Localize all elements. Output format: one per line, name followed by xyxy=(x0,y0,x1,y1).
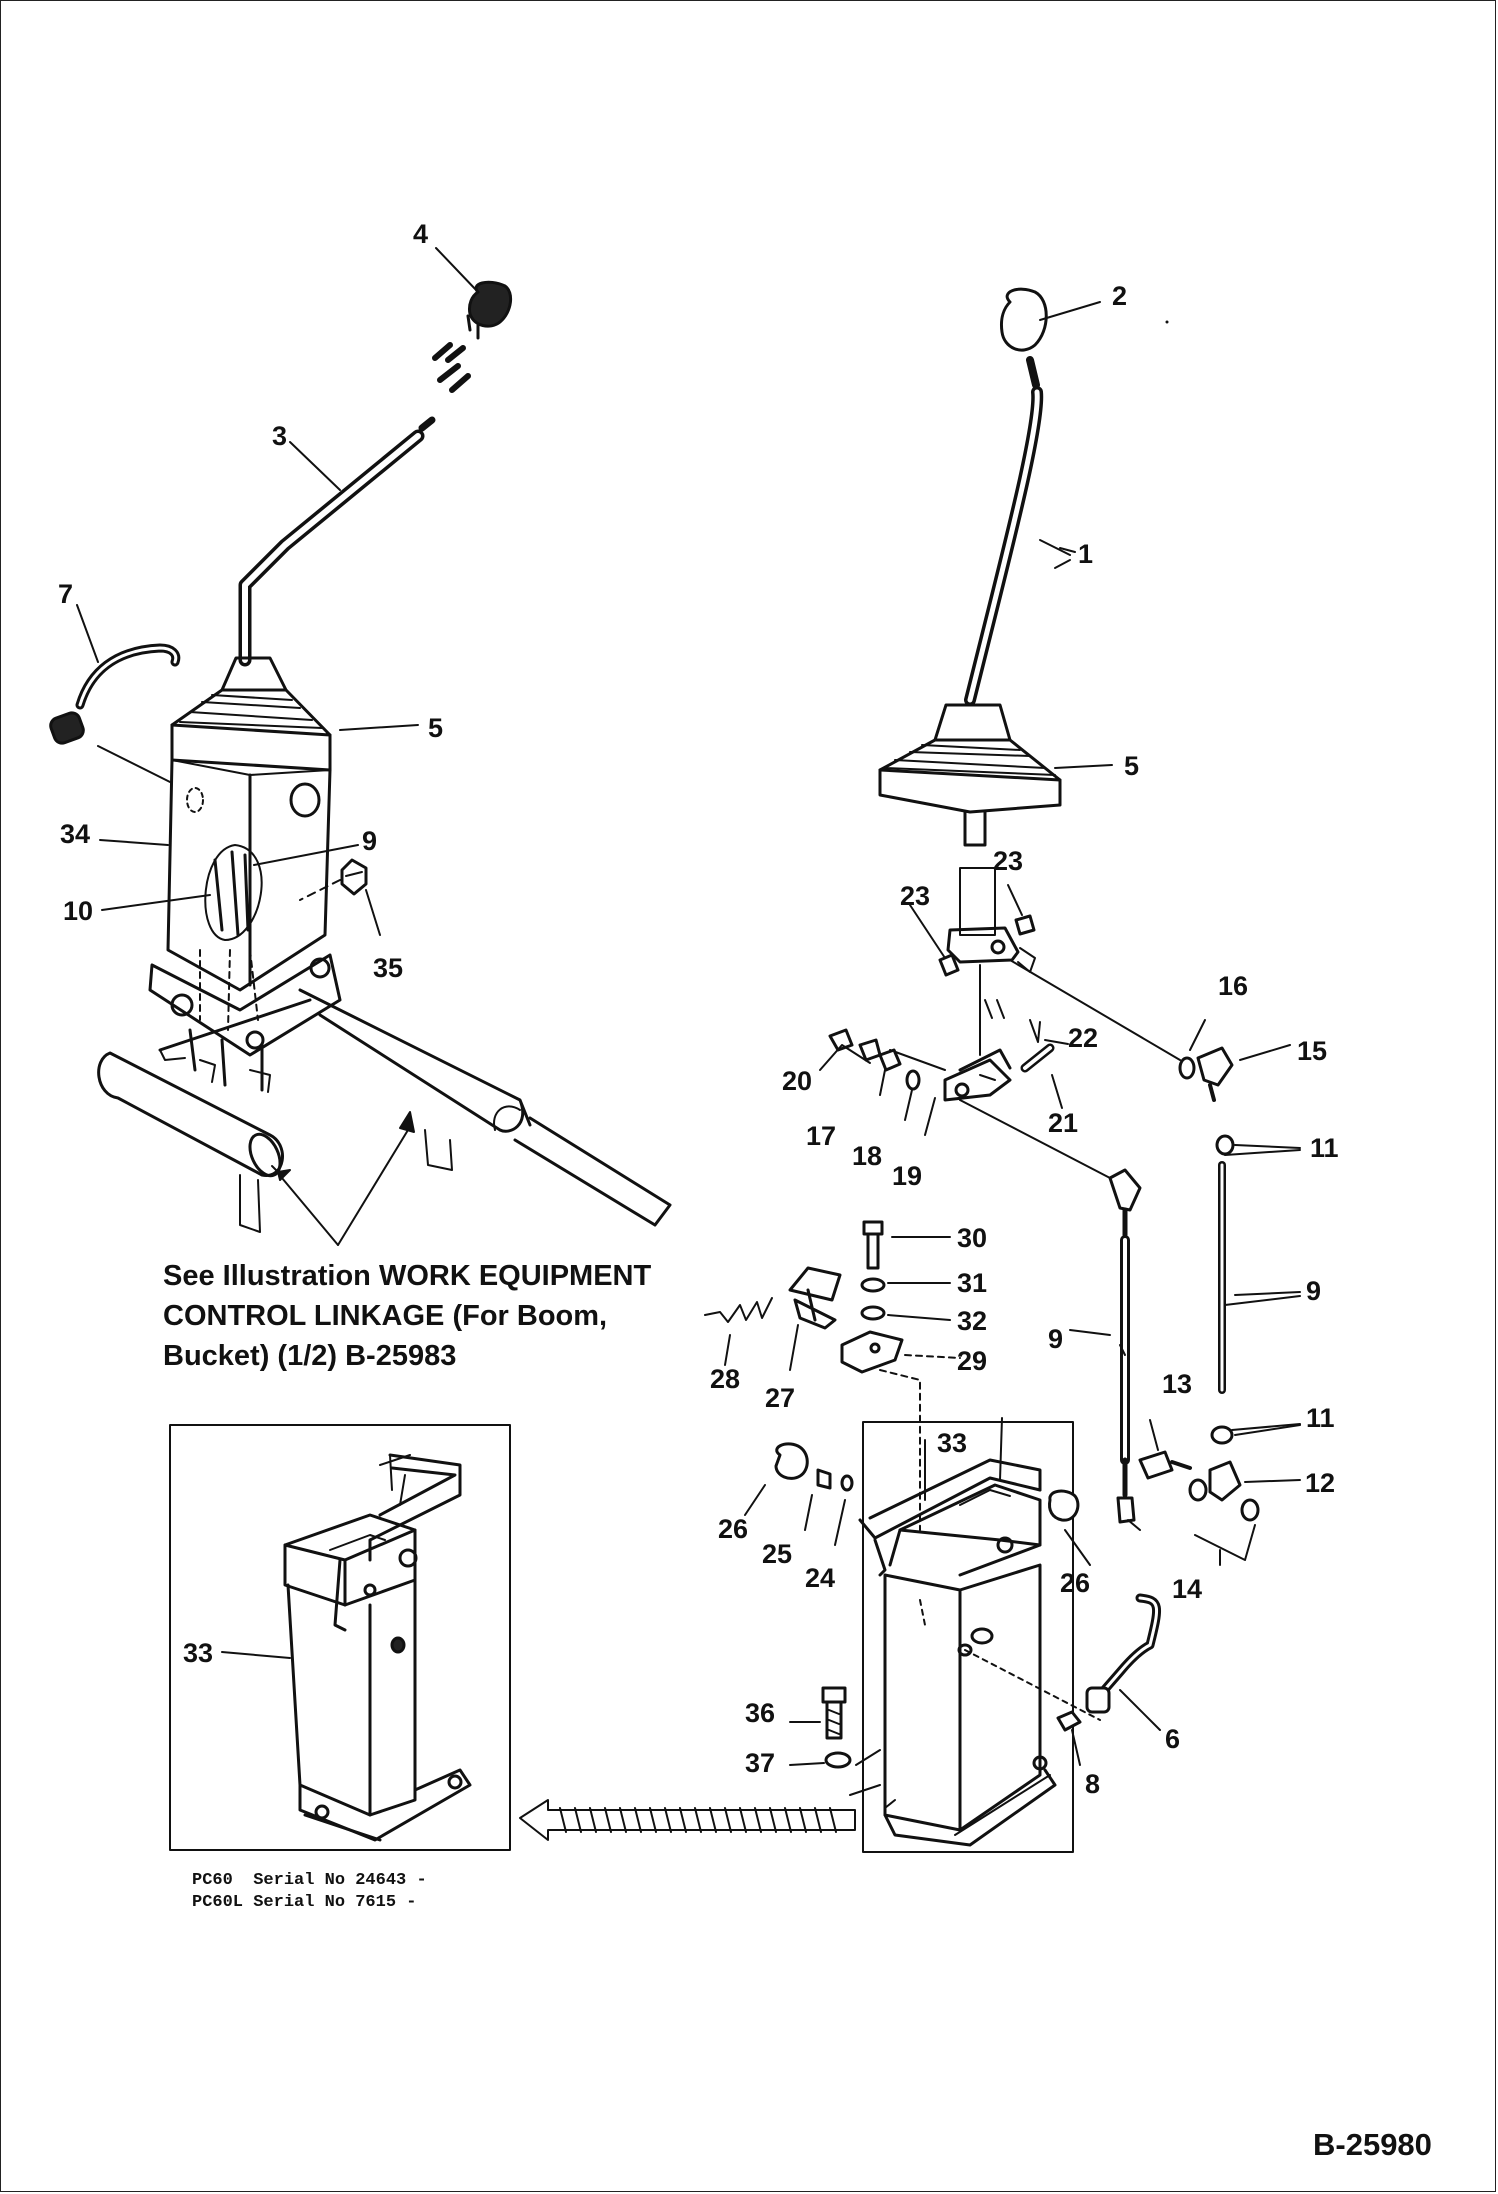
callout-25: 25 xyxy=(762,1539,792,1569)
leaders-right xyxy=(1039,301,1301,1431)
callout-23-right: 23 xyxy=(993,846,1023,876)
callout-labels: 1 2 3 4 5 5 6 7 8 9 9 9 10 11 11 12 13 1… xyxy=(58,219,1339,1799)
callout-3: 3 xyxy=(272,421,287,451)
boot-part-5-left xyxy=(170,656,332,776)
lever-base-bracket xyxy=(946,867,1036,1056)
arm-part-27 xyxy=(788,1266,842,1371)
callout-6: 6 xyxy=(1165,1724,1180,1754)
left-lever-assembly xyxy=(49,247,672,1246)
callout-11-bottom: 11 xyxy=(1306,1403,1335,1433)
transfer-arrow xyxy=(519,1799,856,1841)
callout-33-left: 33 xyxy=(183,1638,213,1668)
pin-parts-21-22 xyxy=(1020,1019,1069,1109)
callout-32: 32 xyxy=(957,1306,987,1336)
rod-linkage xyxy=(959,959,1181,1531)
callout-29: 29 xyxy=(957,1346,987,1376)
callout-15: 15 xyxy=(1297,1036,1327,1066)
callout-9-right: 9 xyxy=(1306,1276,1321,1306)
callout-16: 16 xyxy=(1218,971,1248,1001)
callout-30: 30 xyxy=(957,1223,987,1253)
rod-part-9-right xyxy=(1210,1134,1301,1445)
left-inset-case-33 xyxy=(169,1424,511,1851)
harness-part-6 xyxy=(1085,1593,1162,1731)
callout-14: 14 xyxy=(1172,1574,1202,1604)
callout-8: 8 xyxy=(1085,1769,1100,1799)
callout-19: 19 xyxy=(892,1161,922,1191)
joint-parts-12-13-14 xyxy=(1138,1419,1301,1566)
inset-box-left xyxy=(169,1424,511,1851)
nut-part-35 xyxy=(299,858,368,901)
callout-5-left: 5 xyxy=(428,713,443,743)
serial-number: Serial No 7615 - xyxy=(253,1893,417,1912)
serial-note-pc60l: PC60L Serial No 7615 - xyxy=(192,1892,427,1914)
right-lever-assembly xyxy=(819,287,1301,1566)
callout-1: 1 xyxy=(1078,539,1093,569)
callout-21: 21 xyxy=(1048,1108,1078,1138)
control-case-part-34 xyxy=(166,758,332,1031)
callout-7: 7 xyxy=(58,579,73,609)
lever-part-1 xyxy=(964,386,1044,706)
reference-note: See Illustration WORK EQUIPMENT CONTROL … xyxy=(163,1256,723,1376)
collars-part-23 xyxy=(909,884,1036,977)
leaders-left xyxy=(76,247,479,936)
callout-10: 10 xyxy=(63,896,93,926)
reference-note-line-2: CONTROL LINKAGE (For Boom, xyxy=(163,1300,608,1332)
callout-37: 37 xyxy=(745,1748,775,1778)
callout-5-right: 5 xyxy=(1124,751,1139,781)
callout-9-mid: 9 xyxy=(1048,1324,1063,1354)
callout-11-top: 11 xyxy=(1310,1133,1339,1163)
reference-note-line-1: See Illustration WORK EQUIPMENT xyxy=(163,1260,652,1292)
callout-28: 28 xyxy=(710,1364,740,1394)
callout-35: 35 xyxy=(373,953,403,983)
callout-20: 20 xyxy=(782,1066,812,1096)
callout-26-right: 26 xyxy=(1060,1568,1090,1598)
callout-31: 31 xyxy=(957,1268,987,1298)
rod-end-part-15-16 xyxy=(1178,1019,1291,1102)
bushings-part-20 xyxy=(819,1028,946,1071)
model-name: PC60 xyxy=(192,1871,233,1890)
bracket-part-19 xyxy=(943,1048,1012,1102)
reference-note-line-3: Bucket) (1/2) B-25983 xyxy=(163,1340,457,1372)
drawing-code: B-25980 xyxy=(1313,2127,1432,2162)
knob-part-2 xyxy=(1000,287,1048,389)
callout-24: 24 xyxy=(805,1563,835,1593)
model-name: PC60L xyxy=(192,1893,244,1912)
knob-part-4 xyxy=(432,280,513,393)
callout-9-left: 9 xyxy=(362,826,377,856)
lever-part-3 xyxy=(238,416,436,667)
reference-arrows xyxy=(271,1111,415,1246)
callout-4: 4 xyxy=(413,219,428,249)
spacer-parts-24-25-26 xyxy=(744,1442,1091,1566)
serial-note-pc60: PC60 Serial No 24643 - xyxy=(192,1870,427,1892)
callout-33-right: 33 xyxy=(937,1428,967,1458)
bolt-parts-36-37 xyxy=(789,1686,881,1796)
callout-18: 18 xyxy=(852,1141,882,1171)
callout-22: 22 xyxy=(1068,1023,1098,1053)
base-plate-left xyxy=(148,953,342,1093)
inset-box-right xyxy=(862,1421,1074,1853)
handle-case-33-right xyxy=(858,1417,1101,1847)
linkage-shaft-left xyxy=(97,988,672,1233)
wire-harness-part-7 xyxy=(49,643,181,745)
boot-part-5-right xyxy=(878,703,1062,847)
callout-13: 13 xyxy=(1162,1369,1192,1399)
callout-27: 27 xyxy=(765,1383,795,1413)
lower-case-assembly xyxy=(704,1220,1162,1853)
serial-notes: PC60 Serial No 24643 - PC60L Serial No 7… xyxy=(192,1870,427,1914)
callout-26-left: 26 xyxy=(718,1514,748,1544)
callout-34: 34 xyxy=(60,819,90,849)
pin-part-8 xyxy=(1056,1710,1082,1766)
callout-2: 2 xyxy=(1112,281,1127,311)
callout-36: 36 xyxy=(745,1698,775,1728)
callout-12: 12 xyxy=(1305,1468,1335,1498)
serial-number: Serial No 24643 - xyxy=(253,1871,427,1890)
spring-part-28 xyxy=(704,1297,773,1366)
bolt-parts-30-31-32 xyxy=(860,1220,951,1321)
block-part-29 xyxy=(840,1330,961,1531)
washer-nut-parts-17-18 xyxy=(878,1048,936,1136)
callout-23-left: 23 xyxy=(900,881,930,911)
callout-17: 17 xyxy=(806,1121,836,1151)
